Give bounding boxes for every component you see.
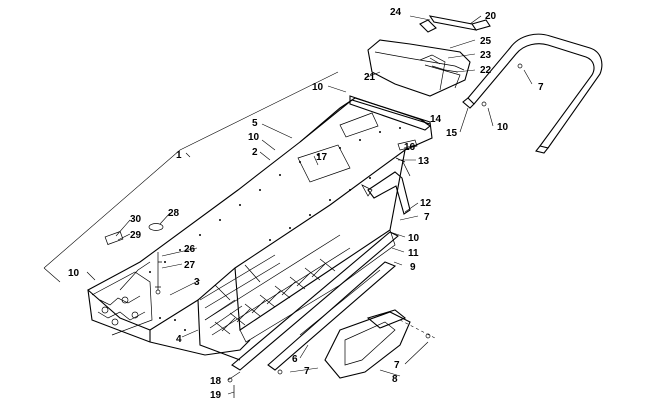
rear-flap-bracket (349, 95, 431, 131)
callout-7-flap: 7 (394, 360, 400, 371)
callout-10-deck: 10 (248, 132, 260, 143)
heat-exchanger-lattice (204, 234, 351, 336)
rivets (149, 127, 401, 331)
callout-21: 21 (364, 72, 376, 83)
callout-17: 17 (316, 152, 328, 163)
callout-5: 5 (252, 118, 258, 129)
front-bulkhead-wiring (91, 261, 153, 336)
callout-15: 15 (446, 128, 458, 139)
callout-20: 20 (485, 11, 497, 22)
callout-22: 22 (480, 65, 492, 76)
taillight-housing (367, 39, 471, 97)
callout-29: 29 (130, 230, 142, 241)
callout-10-top: 10 (312, 82, 324, 93)
callout-23: 23 (480, 50, 492, 61)
callout-11: 11 (408, 248, 419, 259)
tunnel-assembly (87, 97, 433, 361)
callout-6: 6 (292, 354, 298, 365)
rear-bumper (462, 33, 603, 154)
callout-4: 4 (176, 334, 182, 345)
small-parts (104, 63, 523, 398)
callout-26: 26 (184, 244, 196, 255)
callout-1: 1 (176, 150, 182, 161)
assembly-bracket-1 (43, 71, 339, 283)
callout-2: 2 (252, 147, 258, 158)
callout-10-front: 10 (68, 268, 80, 279)
callout-7-rail: 7 (304, 366, 310, 377)
callout-16: 16 (404, 142, 416, 153)
callout-25: 25 (480, 36, 492, 47)
callout-9: 9 (410, 262, 416, 273)
callout-18: 18 (210, 376, 222, 387)
callout-10-bumper: 10 (497, 122, 509, 133)
callout-28: 28 (168, 208, 180, 219)
callout-10-rail: 10 (408, 233, 420, 244)
snow-flap (324, 309, 436, 379)
callout-14: 14 (430, 114, 442, 125)
leader-lines (86, 15, 533, 395)
callout-labels: 1 2 3 4 5 6 7 7 7 7 8 9 10 10 10 10 10 1… (68, 7, 544, 401)
callout-19: 19 (210, 390, 222, 401)
right-running-rails (231, 231, 399, 371)
callout-8: 8 (392, 374, 398, 385)
hitch-arm (367, 171, 411, 215)
taillight-lens (419, 15, 491, 33)
screw-16 (397, 139, 418, 151)
deck-access-opening (339, 112, 379, 138)
slide-rail-brackets (199, 254, 281, 329)
callout-24: 24 (390, 7, 402, 18)
deck-panel-17 (297, 144, 351, 183)
callout-30: 30 (130, 214, 142, 225)
callout-13: 13 (418, 156, 430, 167)
callout-7-hitch: 7 (424, 212, 430, 223)
callout-27: 27 (184, 260, 196, 271)
callout-12: 12 (420, 198, 432, 209)
callout-3: 3 (194, 277, 200, 288)
callout-7-bumper: 7 (538, 82, 544, 93)
